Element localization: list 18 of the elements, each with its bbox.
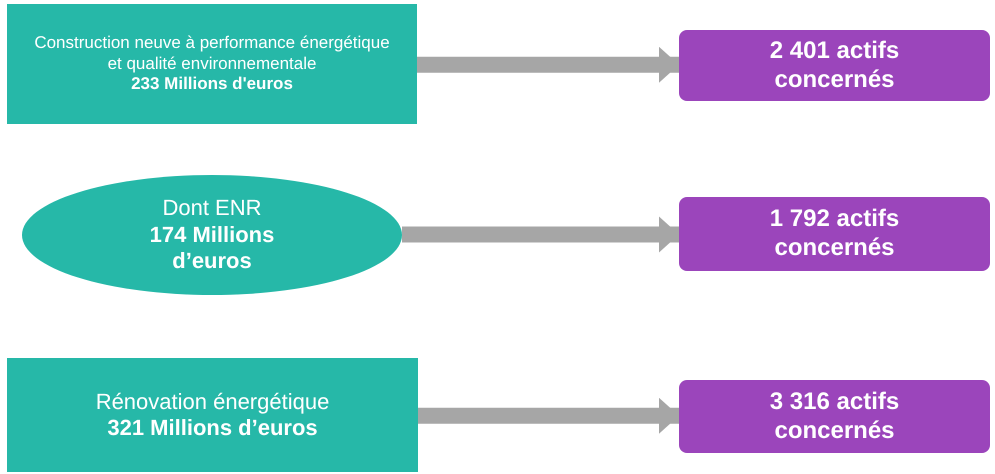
category-text: Dont ENR	[162, 195, 262, 222]
arrow	[402, 216, 679, 252]
category-text: Construction neuve à performance énergétique et qualité environnementale	[33, 33, 391, 74]
result-box	[679, 30, 990, 101]
amount-text: 174 Millions d’euros	[148, 222, 276, 275]
count-text: 3 316 actifs concernés	[768, 388, 900, 446]
funding-box	[7, 358, 418, 472]
amount-text: 233 Millions d'euros	[131, 74, 293, 95]
category-text: Rénovation énergétique	[96, 388, 330, 415]
count-text: 2 401 actifs concernés	[768, 36, 900, 94]
arrow	[418, 398, 679, 434]
count-text: 1 792 actifs concernés	[768, 205, 900, 263]
result-box	[679, 380, 990, 453]
arrow	[417, 46, 679, 83]
amount-text: 321 Millions d’euros	[107, 415, 318, 442]
ellipse-node	[22, 175, 402, 295]
result-box	[679, 197, 990, 271]
funding-box	[7, 4, 417, 124]
